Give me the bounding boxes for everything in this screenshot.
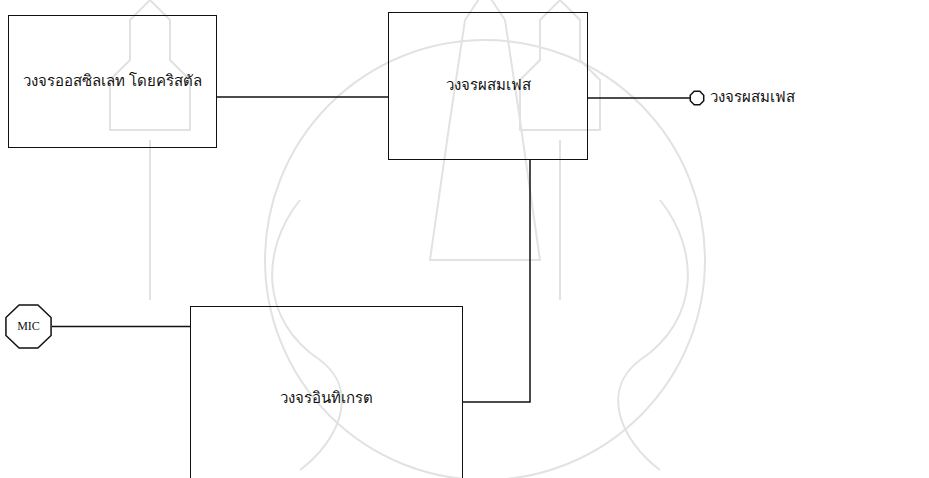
box-label: วงจรอินทิเกรต — [280, 388, 373, 410]
watermark-emblem — [110, 0, 190, 130]
watermark-emblem — [265, 40, 705, 478]
watermark-emblem — [150, 140, 560, 300]
box-label: วงจรผสมเฟส — [446, 75, 531, 97]
connector-line — [217, 96, 388, 98]
box-label: วงจรออสซิลเลท โดยคริสตัล — [23, 71, 203, 93]
octagon-outline — [690, 91, 704, 105]
output-terminal: วงจรผสมเฟส — [690, 91, 704, 105]
box-label: MIC — [17, 318, 40, 335]
watermark-emblem — [618, 200, 688, 470]
process-box: วงจรผสมเฟส — [388, 12, 588, 160]
connector-line — [463, 160, 530, 402]
octagon-outline — [690, 91, 703, 104]
mic-input: MIC — [5, 304, 52, 349]
watermark-emblem — [272, 200, 342, 470]
process-box: วงจรอินทิเกรต — [190, 306, 463, 478]
octagon-outline — [6, 305, 51, 348]
process-box: วงจรออสซิลเลท โดยคริสตัล — [8, 15, 217, 148]
connector-line — [588, 97, 690, 99]
terminal-label: วงจรผสมเฟส — [710, 87, 795, 109]
connector-line — [52, 326, 190, 328]
